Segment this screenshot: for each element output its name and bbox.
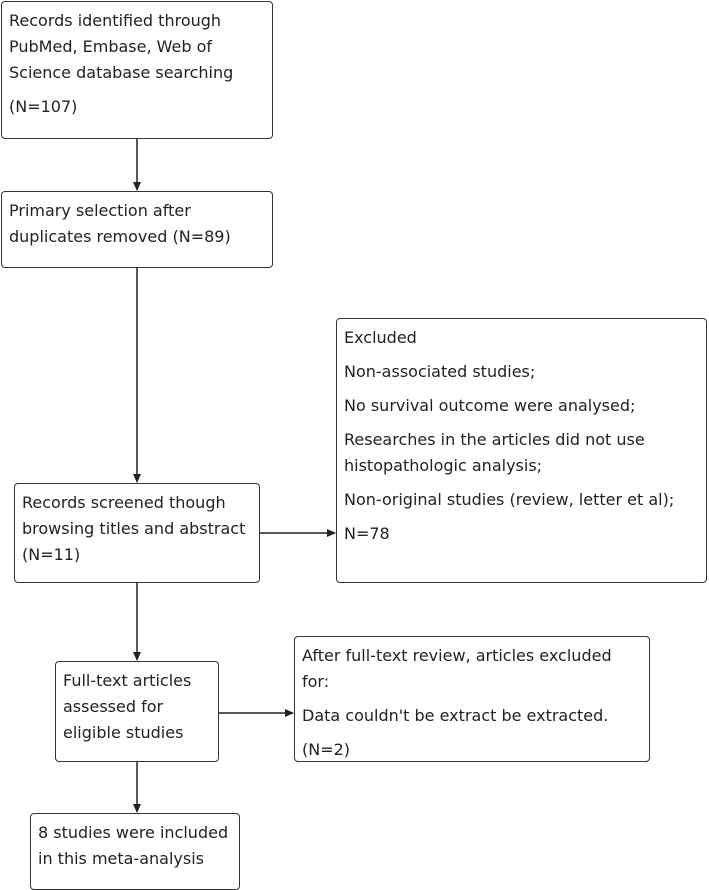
excluded-box: Excluded Non-associated studies; No surv…	[336, 318, 707, 583]
excluded-item: Non-original studies (review, letter et …	[344, 490, 675, 509]
records-screened-text: Records screened though browsing titles …	[22, 493, 246, 538]
records-screened-count: (N=11)	[22, 545, 81, 564]
fulltext-excluded-reason: Data couldn't be extract be extracted.	[302, 706, 609, 725]
records-screened-box: Records screened though browsing titles …	[14, 483, 260, 583]
fulltext-excluded-box: After full-text review, articles exclude…	[294, 636, 650, 762]
records-identified-count: (N=107)	[9, 97, 78, 116]
excluded-item: No survival outcome were analysed;	[344, 396, 636, 415]
primary-selection-box: Primary selection after duplicates remov…	[1, 191, 273, 268]
excluded-item: Non-associated studies;	[344, 362, 536, 381]
fulltext-assessed-text: Full-text articles assessed for eligible…	[63, 671, 192, 742]
fulltext-assessed-box: Full-text articles assessed for eligible…	[55, 661, 219, 762]
primary-selection-text: Primary selection after duplicates remov…	[9, 201, 231, 246]
studies-included-box: 8 studies were included in this meta-ana…	[30, 813, 240, 890]
excluded-count: N=78	[344, 524, 390, 543]
fulltext-excluded-title: After full-text review, articles exclude…	[302, 646, 612, 691]
records-identified-box: Records identified through PubMed, Embas…	[1, 1, 273, 139]
records-identified-text: Records identified through PubMed, Embas…	[9, 11, 234, 82]
fulltext-excluded-count: (N=2)	[302, 740, 351, 759]
excluded-item: Researches in the articles did not use h…	[344, 430, 645, 475]
excluded-title: Excluded	[344, 328, 417, 347]
studies-included-text: 8 studies were included in this meta-ana…	[38, 823, 229, 868]
